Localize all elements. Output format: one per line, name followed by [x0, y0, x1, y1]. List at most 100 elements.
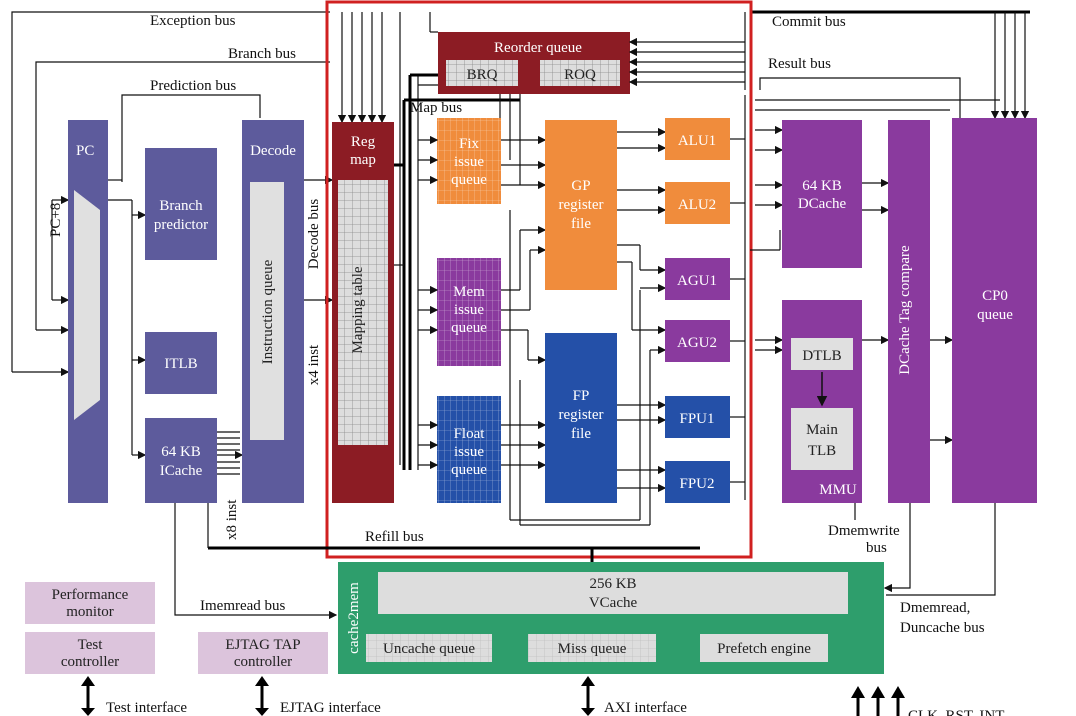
- svg-text:ALU1: ALU1: [678, 133, 716, 149]
- dmemwrite-label: Dmemwrite: [828, 523, 900, 539]
- right-connections: [750, 99, 1000, 520]
- svg-text:Uncache queue: Uncache queue: [383, 641, 475, 657]
- branch-predictor-block: Branch predictor: [145, 148, 217, 260]
- left-connections: [12, 179, 244, 460]
- x4-inst-label: x4 inst: [306, 344, 322, 385]
- pc-label: PC: [76, 143, 94, 159]
- icache-block: 64 KB ICache: [145, 418, 240, 503]
- mem-issue-queue-block: Mem issue queue: [437, 258, 501, 366]
- fpu1-block: FPU1: [665, 396, 730, 438]
- svg-text:FPU2: FPU2: [679, 476, 714, 492]
- svg-text:file: file: [571, 216, 591, 232]
- svg-text:AGU2: AGU2: [677, 335, 717, 351]
- svg-text:Prefetch engine: Prefetch engine: [717, 641, 811, 657]
- refill-bus: Refill bus: [207, 503, 700, 562]
- clk-rst-int-interface: CLK, RST, INT: [851, 686, 1004, 716]
- imemread-bus-label: Imemread bus: [200, 598, 286, 614]
- alu1-block: ALU1: [665, 118, 730, 160]
- svg-text:ICache: ICache: [160, 463, 203, 479]
- prediction-bus: Prediction bus: [121, 78, 261, 182]
- svg-text:queue: queue: [451, 462, 487, 478]
- axi-interface: AXI interface: [581, 676, 687, 716]
- prediction-bus-label: Prediction bus: [150, 78, 236, 94]
- test-interface-label: Test interface: [106, 700, 187, 716]
- svg-text:queue: queue: [977, 307, 1013, 323]
- svg-text:issue: issue: [454, 154, 484, 170]
- ejtag-interface: EJTAG interface: [255, 676, 381, 716]
- svg-text:MMU: MMU: [819, 482, 857, 498]
- svg-text:BRQ: BRQ: [467, 67, 498, 83]
- map-bus-label: Map bus: [410, 100, 462, 116]
- svg-text:issue: issue: [454, 444, 484, 460]
- refill-bus-label: Refill bus: [365, 529, 424, 545]
- performance-monitor-block: Performance monitor: [25, 582, 155, 624]
- svg-text:Main: Main: [806, 422, 838, 438]
- reg-map-block: Reg map Mapping table: [332, 122, 394, 503]
- branch-bus-label: Branch bus: [228, 46, 296, 62]
- svg-text:register: register: [559, 197, 604, 213]
- svg-text:Float: Float: [454, 426, 486, 442]
- svg-text:FP: FP: [573, 388, 590, 404]
- cp0-queue-block: CP0 queue: [952, 118, 1037, 503]
- svg-text:DTLB: DTLB: [802, 348, 841, 364]
- svg-text:EJTAG TAP: EJTAG TAP: [225, 637, 300, 653]
- svg-text:Test: Test: [78, 637, 104, 653]
- test-controller-block: Test controller: [25, 632, 155, 674]
- x8-inst-label: x8 inst: [224, 499, 240, 540]
- dcache-block: 64 KB DCache: [782, 120, 862, 268]
- svg-text:Decode: Decode: [250, 143, 296, 159]
- svg-text:Reg: Reg: [351, 134, 376, 150]
- decode-block: Decode Instruction queue: [242, 120, 304, 503]
- agu2-block: AGU2: [665, 320, 730, 362]
- svg-text:DCache Tag compare: DCache Tag compare: [897, 245, 913, 375]
- core-vertical-buses: [337, 12, 520, 470]
- svg-text:Reorder queue: Reorder queue: [494, 40, 582, 56]
- svg-text:GP: GP: [571, 178, 590, 194]
- svg-text:TLB: TLB: [808, 443, 836, 459]
- cache2mem-label: cache2mem: [346, 582, 362, 654]
- branch-bus: Branch bus: [35, 46, 330, 330]
- commit-bus-label: Commit bus: [772, 14, 846, 30]
- svg-text:64 KB: 64 KB: [802, 178, 842, 194]
- svg-text:Mem: Mem: [453, 284, 485, 300]
- cache2mem-block: cache2mem 256 KB VCache Uncache queue Mi…: [338, 562, 884, 674]
- svg-text:256 KB: 256 KB: [589, 576, 636, 592]
- unit-output-lines: [730, 95, 746, 500]
- core-outline: [325, 0, 753, 559]
- duncache-bus-label: Duncache bus: [900, 620, 985, 636]
- svg-text:64 KB: 64 KB: [161, 444, 201, 460]
- svg-text:issue: issue: [454, 302, 484, 318]
- svg-text:register: register: [559, 407, 604, 423]
- dcache-tag-compare-block: DCache Tag compare: [888, 120, 930, 503]
- svg-text:queue: queue: [451, 172, 487, 188]
- svg-text:ALU2: ALU2: [678, 197, 716, 213]
- itlb-block: ITLB: [145, 332, 217, 394]
- pc-plus-8-label: PC+8: [48, 203, 64, 237]
- svg-text:monitor: monitor: [66, 604, 114, 620]
- svg-text:AGU1: AGU1: [677, 273, 717, 289]
- test-interface: Test interface: [81, 676, 187, 716]
- svg-text:Miss queue: Miss queue: [558, 641, 627, 657]
- dmemwrite-label-2: bus: [866, 540, 887, 556]
- fix-issue-queue-block: Fix issue queue: [437, 118, 501, 204]
- commit-bus: Commit bus: [750, 10, 1030, 120]
- fp-register-file-block: FP register file: [545, 333, 617, 503]
- dmemread-label: Dmemread,: [900, 600, 970, 616]
- svg-text:DCache: DCache: [798, 196, 847, 212]
- axi-interface-label: AXI interface: [604, 700, 687, 716]
- svg-text:ITLB: ITLB: [164, 356, 197, 372]
- instruction-queue-label: Instruction queue: [260, 259, 276, 364]
- agu1-block: AGU1: [665, 258, 730, 300]
- svg-text:FPU1: FPU1: [679, 411, 714, 427]
- result-bus: Result bus: [759, 56, 961, 118]
- svg-text:controller: controller: [61, 654, 119, 670]
- ejtag-interface-label: EJTAG interface: [280, 700, 381, 716]
- float-issue-queue-block: Float issue queue: [437, 396, 501, 503]
- svg-text:ROQ: ROQ: [564, 67, 596, 83]
- svg-text:VCache: VCache: [589, 595, 638, 611]
- svg-text:CP0: CP0: [982, 288, 1008, 304]
- svg-text:controller: controller: [234, 654, 292, 670]
- alu2-block: ALU2: [665, 182, 730, 224]
- svg-text:predictor: predictor: [154, 217, 208, 233]
